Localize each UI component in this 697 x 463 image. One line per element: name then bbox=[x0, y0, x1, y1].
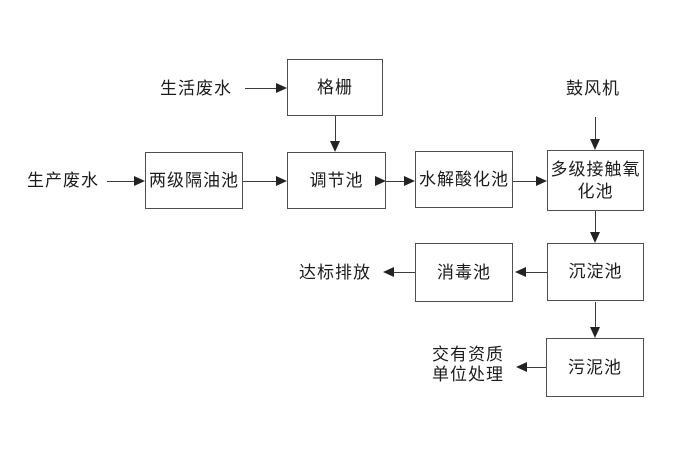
arrowhead-regulating-to-hydrolysis-icon bbox=[404, 176, 415, 186]
label-domestic-wastewater: 生活废水 bbox=[160, 79, 232, 98]
arrowhead-disinfection-to-discharge-icon bbox=[383, 267, 394, 277]
arrowhead-oxidation-to-sedimentation-icon bbox=[590, 232, 600, 243]
label-standard-discharge: 达标排放 bbox=[299, 263, 371, 282]
arrow-line-oilseparator-to-regulating bbox=[243, 181, 277, 182]
arrow-line-regulating-to-hydrolysis bbox=[386, 181, 405, 182]
arrow-line-production-to-oilseparator bbox=[107, 181, 135, 182]
arrowhead-blower-to-oxidation-icon bbox=[590, 139, 600, 150]
arrow-line-sedimentation-to-sludge bbox=[595, 302, 596, 328]
node-bar-screen: 格栅 bbox=[287, 59, 383, 116]
arrowhead-sedimentation-to-disinfection-icon bbox=[515, 267, 526, 277]
arrowhead-sedimentation-to-sludge-icon bbox=[590, 327, 600, 338]
arrow-line-barscreen-to-regulating bbox=[335, 116, 336, 142]
arrowhead-barscreen-to-regulating-icon bbox=[330, 141, 340, 152]
arrow-line-domestic-to-barscreen bbox=[245, 88, 277, 89]
label-qualified-unit-treatment: 交有资质 单位处理 bbox=[432, 345, 504, 384]
arrowhead-domestic-to-barscreen-icon bbox=[276, 83, 287, 93]
arrow-line-hydrolysis-to-oxidation bbox=[513, 181, 537, 182]
arrow-line-blower-to-oxidation bbox=[595, 117, 596, 140]
node-hydrolysis-tank: 水解酸化池 bbox=[415, 151, 513, 208]
arrow-line-sedimentation-to-disinfection bbox=[526, 272, 547, 273]
node-contact-oxidation-tank: 多级接触氧 化池 bbox=[547, 150, 644, 211]
label-production-wastewater: 生产废水 bbox=[27, 171, 99, 190]
arrowhead-hydrolysis-to-oxidation-icon bbox=[536, 176, 547, 186]
arrowhead-production-to-oilseparator-icon bbox=[134, 176, 145, 186]
arrowhead-regulating-exit-icon bbox=[375, 176, 386, 186]
label-blower: 鼓风机 bbox=[566, 79, 620, 98]
arrowhead-oilseparator-to-regulating-icon bbox=[276, 176, 287, 186]
node-sedimentation-tank: 沉淀池 bbox=[547, 243, 644, 301]
node-oil-separator: 两级隔油池 bbox=[145, 152, 243, 209]
arrow-line-oxidation-to-sedimentation bbox=[595, 211, 596, 232]
node-regulating-tank: 调节池 bbox=[287, 152, 386, 209]
arrowhead-sludge-to-qualifiedunit-icon bbox=[516, 362, 527, 372]
node-sludge-tank: 污泥池 bbox=[546, 338, 644, 397]
arrow-line-disinfection-to-discharge bbox=[394, 272, 415, 273]
node-disinfection-tank: 消毒池 bbox=[415, 243, 513, 302]
arrow-line-sludge-to-qualifiedunit bbox=[527, 367, 546, 368]
